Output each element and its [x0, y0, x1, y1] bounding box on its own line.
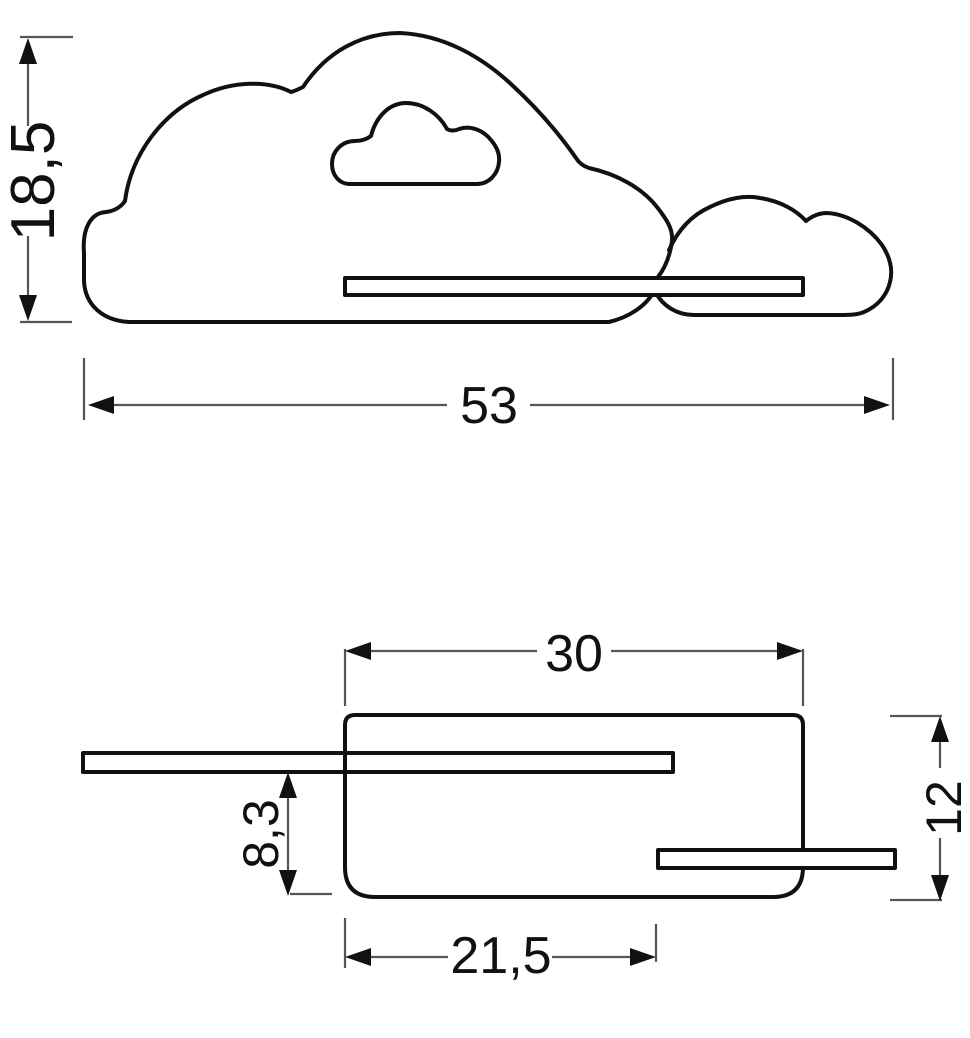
dim-side-height: 12	[890, 714, 970, 902]
dim-arrow-down	[19, 295, 37, 321]
dim-arrow-left	[345, 642, 371, 660]
dim-label-side-bottom-width: 21,5	[450, 927, 551, 985]
dim-label-front-height: 18,5	[0, 121, 68, 242]
dim-arrow-right	[630, 948, 656, 966]
dim-front-height: 18,5	[0, 35, 73, 324]
dim-arrow-right	[864, 396, 890, 414]
dim-label-side-height: 12	[916, 780, 970, 836]
side-view: 30 12 8,3	[81, 625, 970, 985]
front-small-cloud-outline	[654, 194, 894, 317]
front-cloud-cutout	[330, 101, 502, 186]
dim-label-side-top-width: 30	[545, 625, 603, 683]
dim-arrow-down	[931, 875, 949, 901]
dim-side-shelf-drop: 8,3	[233, 772, 332, 896]
dim-front-width: 53	[82, 358, 895, 435]
dim-arrow-left	[345, 948, 371, 966]
dim-label-front-width: 53	[460, 377, 518, 435]
side-body-outline	[343, 713, 805, 899]
side-lower-shelf-bar	[656, 848, 897, 870]
dim-side-bottom-width: 21,5	[343, 918, 658, 985]
dim-arrow-up	[19, 38, 37, 64]
dim-arrow-up	[931, 716, 949, 742]
dim-arrow-right	[777, 642, 803, 660]
front-shelf-bar	[343, 276, 805, 297]
dim-side-top-width: 30	[343, 625, 805, 706]
dim-arrow-up	[279, 772, 297, 798]
front-view: 18,5 53	[0, 31, 895, 435]
dim-arrow-left	[88, 396, 114, 414]
dim-label-side-shelf-drop: 8,3	[233, 799, 289, 869]
dim-arrow-down	[279, 870, 297, 896]
side-upper-shelf-bar	[81, 751, 675, 774]
